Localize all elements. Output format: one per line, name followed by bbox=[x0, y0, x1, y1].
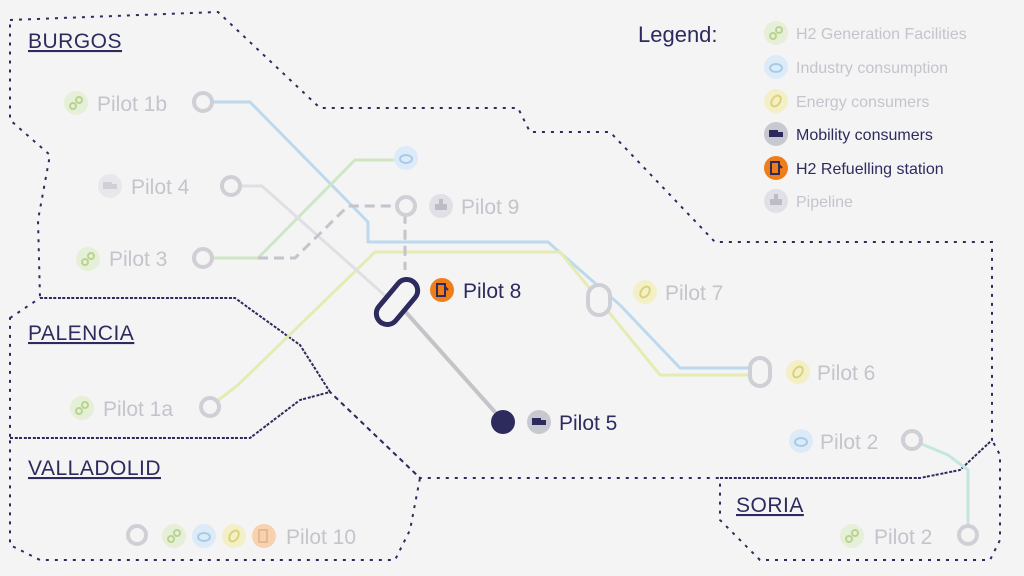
pilot7-leaf-icon bbox=[633, 280, 657, 304]
pilot10-leaf-icon bbox=[222, 524, 246, 548]
node-pilot1a[interactable] bbox=[199, 396, 221, 418]
line-pilot1a-yellow bbox=[211, 250, 760, 407]
pilot-label-2-soria[interactable]: Pilot 2 bbox=[874, 526, 932, 549]
line-pipeline-dashed bbox=[258, 204, 407, 270]
region-label-valladolid: VALLADOLID bbox=[28, 457, 161, 480]
pilot-label-8[interactable]: Pilot 8 bbox=[463, 280, 521, 303]
pilot9-pipeline-icon bbox=[429, 194, 453, 218]
legend-item-mobility[interactable]: Mobility consumers bbox=[764, 122, 933, 146]
region-outline-soria bbox=[719, 438, 1001, 561]
legend-label-industry: Industry consumption bbox=[796, 60, 948, 77]
pilot-label-5[interactable]: Pilot 5 bbox=[559, 412, 617, 435]
pilot-label-2-east[interactable]: Pilot 2 bbox=[820, 431, 878, 454]
node-pilot2-east[interactable] bbox=[901, 429, 923, 451]
pilot-label-3[interactable]: Pilot 3 bbox=[109, 248, 167, 271]
legend-item-pipeline[interactable]: Pipeline bbox=[764, 189, 853, 213]
pilot4-truck-icon bbox=[98, 174, 122, 198]
pilot-label-1a[interactable]: Pilot 1a bbox=[103, 398, 173, 421]
region-label-soria: SORIA bbox=[736, 494, 804, 517]
legend-label-h2-generation: H2 Generation Facilities bbox=[796, 26, 967, 43]
legend-item-industry[interactable]: Industry consumption bbox=[764, 55, 948, 79]
cloud-icon bbox=[769, 63, 783, 73]
pilot-label-7[interactable]: Pilot 7 bbox=[665, 282, 723, 305]
region-outline-burgos bbox=[9, 10, 993, 479]
legend-item-refuelling[interactable]: H2 Refuelling station bbox=[764, 156, 944, 180]
link-icon bbox=[769, 32, 777, 40]
fuel-pump-icon bbox=[770, 161, 783, 175]
faded-network-lines bbox=[210, 100, 970, 530]
node-pilot4[interactable] bbox=[220, 175, 242, 197]
pilot10-fuel-pump-icon bbox=[252, 524, 276, 548]
node-pilot1b[interactable] bbox=[192, 91, 214, 113]
pilot1a-link-icon bbox=[70, 396, 94, 420]
pilot1b-link-icon bbox=[64, 91, 88, 115]
pilot-labels: Pilot 1b Pilot 4 Pilot 3 Pilot 9 Pilot 8… bbox=[97, 93, 932, 549]
region-outline-palencia bbox=[9, 297, 332, 439]
node-pilot10[interactable] bbox=[126, 524, 148, 546]
line-pilot1b-blue bbox=[210, 100, 760, 370]
pilot-label-9[interactable]: Pilot 9 bbox=[461, 196, 519, 219]
region-outlines bbox=[9, 10, 1001, 561]
node-pilot9[interactable] bbox=[395, 195, 417, 217]
pilot-label-1b[interactable]: Pilot 1b bbox=[97, 93, 167, 116]
legend-title: Legend: bbox=[638, 22, 718, 47]
node-pilot3[interactable] bbox=[192, 247, 214, 269]
legend-label-refuelling: H2 Refuelling station bbox=[796, 161, 944, 178]
pilot-label-6[interactable]: Pilot 6 bbox=[817, 362, 875, 385]
pilot8-fuel-pump-icon bbox=[430, 278, 454, 302]
legend-label-energy: Energy consumers bbox=[796, 94, 929, 111]
pilot-label-10[interactable]: Pilot 10 bbox=[286, 526, 356, 549]
region-outline-valladolid bbox=[9, 390, 422, 561]
region-label-burgos: BURGOS bbox=[28, 30, 122, 53]
region-label-palencia: PALENCIA bbox=[28, 322, 134, 345]
line-pilot8-pilot5 bbox=[393, 298, 504, 422]
pilot3-link-icon bbox=[76, 247, 100, 271]
pipeline-icon bbox=[770, 194, 782, 205]
node-pilot8[interactable] bbox=[372, 275, 422, 329]
pilot2-east-cloud-icon bbox=[789, 429, 813, 453]
line-pilot2-teal bbox=[911, 438, 970, 530]
node-pilot7[interactable] bbox=[586, 283, 612, 317]
pilot5-truck-icon bbox=[527, 410, 551, 434]
legend-label-mobility: Mobility consumers bbox=[796, 127, 933, 144]
node-pilot6[interactable] bbox=[748, 356, 772, 388]
node-pilot5[interactable] bbox=[491, 410, 515, 434]
pilot2-soria-link-icon bbox=[840, 524, 864, 548]
pilot-label-4[interactable]: Pilot 4 bbox=[131, 176, 190, 199]
pilot6-leaf-icon bbox=[786, 360, 810, 384]
pilot10-link-icon bbox=[162, 524, 186, 548]
truck-icon bbox=[769, 130, 783, 137]
legend: Legend: H2 Generation Facilities Industr… bbox=[638, 21, 967, 213]
leaf-icon bbox=[770, 94, 782, 108]
line-pilot3-green bbox=[210, 158, 405, 260]
legend-label-pipeline: Pipeline bbox=[796, 194, 853, 211]
legend-item-energy[interactable]: Energy consumers bbox=[764, 89, 929, 113]
pilot-icon-badges bbox=[64, 91, 864, 548]
industry-cloud-icon bbox=[394, 146, 418, 170]
faded-nodes bbox=[126, 91, 979, 546]
node-pilot2-soria[interactable] bbox=[957, 524, 979, 546]
legend-item-h2-generation[interactable]: H2 Generation Facilities bbox=[764, 21, 967, 45]
pilot10-cloud-icon bbox=[192, 524, 216, 548]
line-pilot4-gray bbox=[238, 184, 391, 302]
